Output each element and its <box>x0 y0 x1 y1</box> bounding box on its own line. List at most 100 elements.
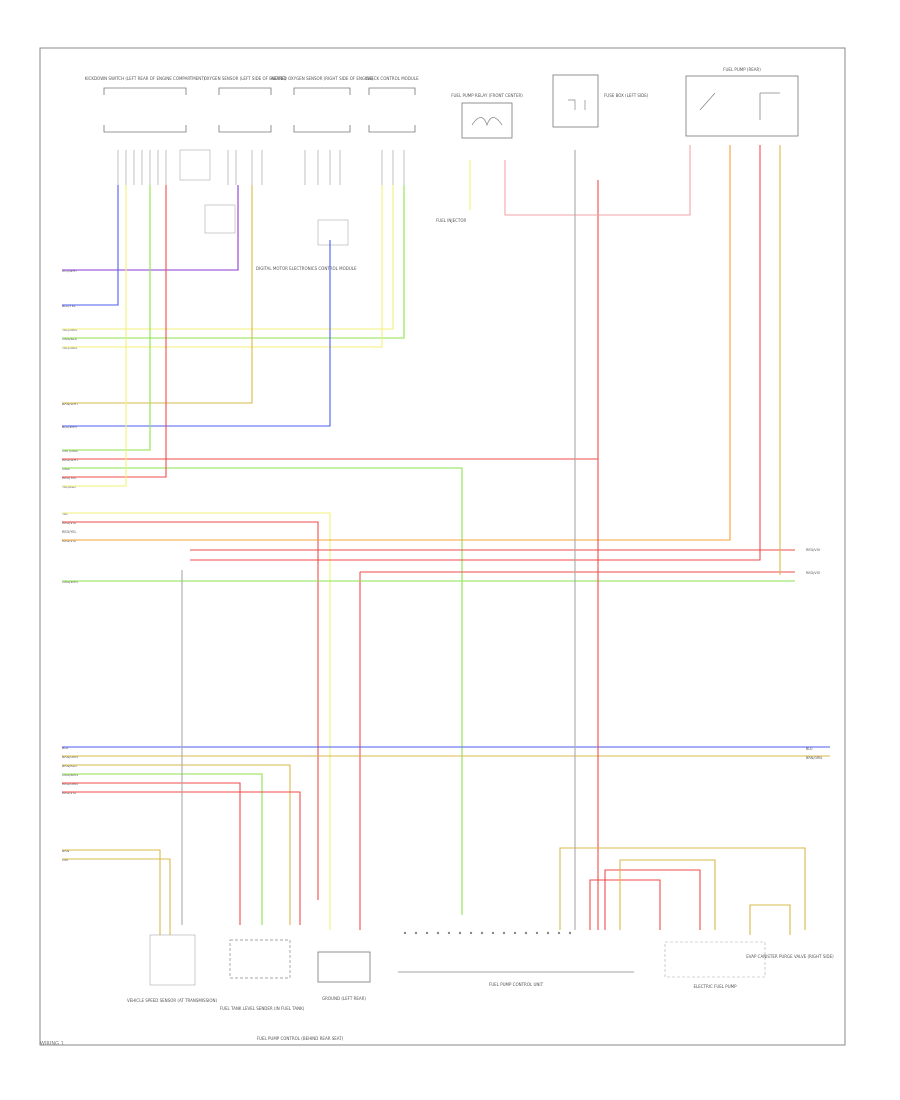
wire-label-21: GRN/BRN <box>62 773 78 777</box>
component-motor-unit: FUEL PUMP (REAR) <box>685 67 799 137</box>
left-bus-labels: VIO/WHT BLU/YEL YEL/GRN GRN/BLK YEL/GRN … <box>62 269 80 862</box>
terminal-dot <box>557 931 561 935</box>
component-relay: FUEL PUMP RELAY (FRONT CENTER) <box>451 93 523 139</box>
terminal-dot <box>535 931 539 935</box>
connector-pins-top <box>117 150 405 185</box>
wire-tan-33 <box>559 847 806 930</box>
diagram-border <box>39 47 846 1046</box>
relay-stub-3 <box>317 219 349 246</box>
wire-label-11: RED/YEL <box>62 476 76 480</box>
wire-red-35 <box>604 869 701 930</box>
right-bus-labels: RED/VIO RED/VIO BLU BRN/GRN <box>806 548 822 760</box>
terminal-dot <box>491 931 495 935</box>
oxygen-sensor-b-label: HEATED OXYGEN SENSOR (RIGHT SIDE OF ENGI… <box>271 76 374 81</box>
right-label-4: BRN/GRN <box>806 756 822 760</box>
wire-label-1: VIO/WHT <box>62 269 78 273</box>
component-speed-sensor: VEHICLE SPEED SENSOR (AT TRANSMISSION) <box>127 934 217 1003</box>
wire-label-15: RED/YEL <box>62 530 76 534</box>
right-label-2: RED/VIO <box>806 571 821 575</box>
component-fuse-box: FUSE BOX (LEFT SIDE) <box>552 74 649 128</box>
wire-tan-37 <box>749 904 791 935</box>
right-label-3: BLU <box>806 747 813 751</box>
wire-green-8 <box>62 185 151 451</box>
wire-red-26 <box>62 782 241 925</box>
wire-label-16: RED/VIO <box>62 539 77 543</box>
wire-label-20: BRN/BLU <box>62 764 77 768</box>
wire-tan-6 <box>62 185 253 404</box>
terminal-dot <box>546 931 550 935</box>
dme-label: DIGITAL MOTOR ELECTRONICS CONTROL MODULE <box>256 266 357 271</box>
wire-orange-15 <box>62 145 731 541</box>
wire-tan-36 <box>619 859 716 930</box>
terminal-dot <box>403 931 407 935</box>
relay-stub-2 <box>204 204 236 234</box>
wire-tan-29 <box>62 858 171 935</box>
component-ground: GROUND (LEFT REAR) <box>317 951 371 1001</box>
wire-green-4 <box>62 185 405 339</box>
wire-label-8: GRY/GRN <box>62 449 78 453</box>
ground-label: GROUND (LEFT REAR) <box>322 996 366 1001</box>
wire-group <box>62 145 830 935</box>
motor-unit-label: FUEL PUMP (REAR) <box>723 67 761 72</box>
terminal-dot <box>513 931 517 935</box>
wire-green-10 <box>62 467 463 915</box>
terminal-ref-label: FUEL PUMP CONTROL (BEHIND REAR SEAT) <box>257 1036 344 1041</box>
wire-label-23: RED/VIO <box>62 791 77 795</box>
fuel-pump-control-label: FUEL PUMP CONTROL UNIT <box>489 982 544 987</box>
wire-green-25 <box>62 773 263 925</box>
electric-fuel-pump-label: ELECTRIC FUEL PUMP <box>693 984 737 989</box>
relay-stub-1 <box>179 149 211 181</box>
component-oxygen-sensor-a: OXYGEN SENSOR (LEFT SIDE OF ENGINE) <box>204 76 287 133</box>
wire-yellow-5 <box>62 185 383 348</box>
terminal-dot <box>436 931 440 935</box>
component-fuel-pump-control: FUEL PUMP CONTROL UNIT <box>398 971 634 987</box>
component-evap-valve: EVAP CANISTER PURGE VALVE (RIGHT SIDE) <box>746 954 834 959</box>
wire-red-14 <box>62 521 319 900</box>
wire-label-7: BLU/WHT <box>62 425 79 429</box>
wire-label-3: YEL/GRN <box>62 328 77 332</box>
terminal-dot <box>524 931 528 935</box>
fuel-tank-sensor-label: FUEL TANK LEVEL SENDER (IN FUEL TANK) <box>220 1006 305 1011</box>
terminal-dot <box>480 931 484 935</box>
wire-label-24: BRN <box>62 849 70 853</box>
oxygen-sensor-a-label: OXYGEN SENSOR (LEFT SIDE OF ENGINE) <box>204 76 287 81</box>
wire-label-18: BLU <box>62 746 69 750</box>
wire-label-2: BLU/YEL <box>62 304 76 308</box>
right-label-1: RED/VIO <box>806 548 821 552</box>
wire-blue-7 <box>62 240 331 427</box>
wire-label-19: BRN/GRN <box>62 755 78 759</box>
component-kickdown: KICKDOWN SWITCH (LEFT REAR OF ENGINE COM… <box>85 76 206 133</box>
wire-label-13: YEL <box>62 512 68 516</box>
relay-label: FUEL PUMP RELAY (FRONT CENTER) <box>451 93 523 98</box>
wire-label-22: RED/GRN <box>62 782 78 786</box>
component-electric-fuel-pump: ELECTRIC FUEL PUMP <box>664 941 766 989</box>
wire-label-12: YEL/BLU <box>62 485 76 489</box>
evap-valve-label: EVAP CANISTER PURGE VALVE (RIGHT SIDE) <box>746 954 834 959</box>
page-reference: WIRING 1 <box>40 1041 64 1047</box>
terminal-dot <box>425 931 429 935</box>
wire-label-10: GRN <box>62 467 70 471</box>
wire-yellow-12 <box>62 185 127 487</box>
speed-sensor-label: VEHICLE SPEED SENSOR (AT TRANSMISSION) <box>127 998 217 1003</box>
wire-blue-2 <box>62 185 119 306</box>
kickdown-label: KICKDOWN SWITCH (LEFT REAR OF ENGINE COM… <box>85 76 206 81</box>
wire-tan-28 <box>62 849 161 935</box>
wire-label-5: YEL/GRN <box>62 346 77 350</box>
component-check-module: CHECK CONTROL MODULE <box>365 76 419 133</box>
wire-red-17 <box>190 145 761 561</box>
wire-label-6: BRN/WHT <box>62 402 79 406</box>
wire-label-4: GRN/BLK <box>62 337 78 341</box>
terminal-dot <box>568 931 572 935</box>
terminal-dot <box>447 931 451 935</box>
terminal-dot <box>502 931 506 935</box>
wire-red-11 <box>62 185 167 478</box>
check-module-label: CHECK CONTROL MODULE <box>365 76 419 81</box>
component-fuel-tank-sensor: FUEL TANK LEVEL SENDER (IN FUEL TANK) <box>220 939 305 1011</box>
wire-red-34 <box>589 879 661 930</box>
terminal-dot <box>458 931 462 935</box>
wire-pink-30 <box>504 145 691 216</box>
wire-label-14: RED/VIO <box>62 521 77 525</box>
terminal-dot <box>414 931 418 935</box>
wire-violet-1 <box>62 185 239 271</box>
